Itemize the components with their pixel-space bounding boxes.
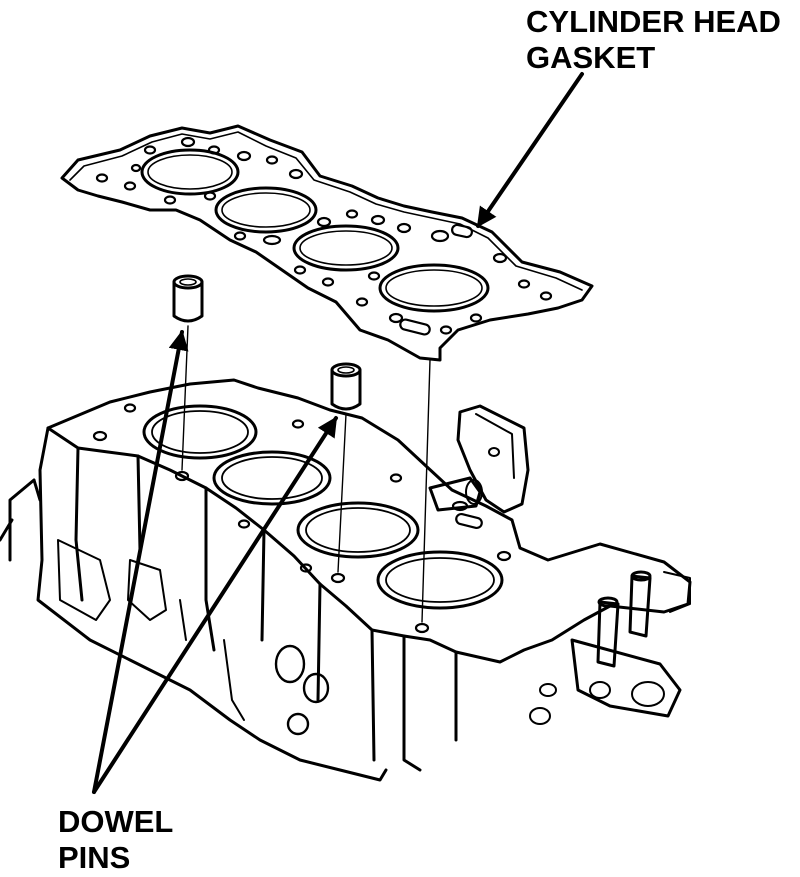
- gasket-inner-edge: [69, 131, 583, 291]
- block-studs: [529, 570, 691, 725]
- block-deck-outline: [46, 378, 692, 664]
- block-deck-holes: [92, 403, 512, 634]
- leader-arrows: [92, 72, 584, 794]
- block-front-face: [36, 426, 388, 782]
- block-bore-1: [142, 404, 258, 460]
- gasket-bore-3: [292, 224, 400, 272]
- gasket-bore-4: [378, 263, 490, 313]
- dowel-label-line-2: PINS: [58, 840, 131, 875]
- dowel-leader-arrow-left: [92, 330, 189, 794]
- coolant-fitting: [428, 476, 482, 512]
- alignment-lines: [181, 325, 431, 623]
- block-bore-4: [376, 550, 504, 610]
- gasket-bore-2: [214, 186, 318, 234]
- engine-block: [0, 378, 692, 782]
- dowel-label-line-1: DOWEL: [58, 804, 174, 839]
- gasket-bore-holes: [140, 148, 490, 313]
- gasket-label-line-2: GASKET: [526, 40, 656, 75]
- block-rear-bracket: [456, 404, 530, 514]
- cylinder-head-gasket-label: CYLINDER HEAD GASKET: [526, 4, 781, 76]
- dowel-pin-right: [330, 362, 362, 411]
- block-bores: [142, 404, 504, 610]
- cylinder-head-gasket: [60, 124, 594, 362]
- gasket-leader-arrow: [476, 72, 584, 228]
- gasket-outline: [60, 124, 594, 362]
- gasket-bore-1: [140, 148, 240, 196]
- block-left-bracket: [0, 478, 42, 562]
- dowel-pins-label: DOWEL PINS: [58, 804, 173, 876]
- block-bore-3: [296, 501, 420, 559]
- gasket-small-holes: [95, 136, 553, 336]
- dowel-pin-left: [172, 274, 204, 323]
- block-bore-2: [212, 450, 332, 506]
- dowel-leader-arrow-right: [92, 416, 338, 794]
- gasket-label-line-1: CYLINDER HEAD: [526, 4, 781, 39]
